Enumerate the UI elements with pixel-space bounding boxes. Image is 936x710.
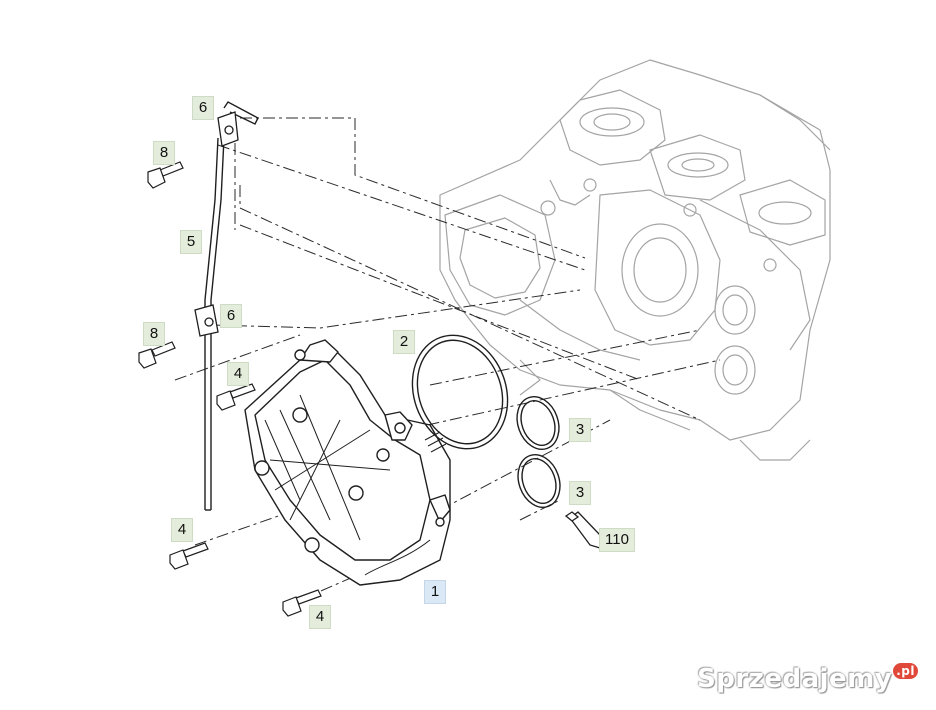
bolt-8-upper: [147, 161, 184, 189]
engine-block: [439, 59, 831, 461]
watermark-logo: Sprzedajemy.pl: [697, 663, 918, 694]
o-ring-large: [411, 334, 509, 450]
o-ring-small-lower: [517, 454, 561, 508]
bracket-upper: [217, 111, 239, 147]
callout-4-top: 4: [227, 362, 249, 386]
callout-110: 110: [599, 528, 635, 552]
callout-3-upper: 3: [569, 418, 591, 442]
bolt-4-bottom: [282, 589, 322, 617]
timing-cover: [244, 339, 451, 586]
callout-5: 5: [180, 230, 202, 254]
callout-4-bottom: 4: [309, 605, 331, 629]
bolt-8-lower: [138, 341, 176, 369]
callout-2: 2: [393, 330, 415, 354]
callout-6-lower: 6: [220, 304, 242, 328]
callout-4-middle: 4: [171, 518, 193, 542]
bolt-4-top: [216, 383, 256, 411]
callout-6-upper: 6: [192, 96, 214, 120]
callout-1: 1: [424, 580, 446, 604]
watermark-tld: .pl: [893, 663, 918, 679]
watermark-brand: Sprzedajemy: [697, 664, 893, 694]
callout-3-lower: 3: [569, 481, 591, 505]
o-ring-small-upper: [516, 396, 560, 450]
oil-pipe: [204, 101, 259, 511]
callout-8-lower: 8: [143, 322, 165, 346]
sealant-tube-icon: [564, 511, 601, 549]
callout-8-upper: 8: [153, 141, 175, 165]
bolt-4-middle: [169, 542, 209, 570]
bracket-lower: [194, 304, 219, 337]
